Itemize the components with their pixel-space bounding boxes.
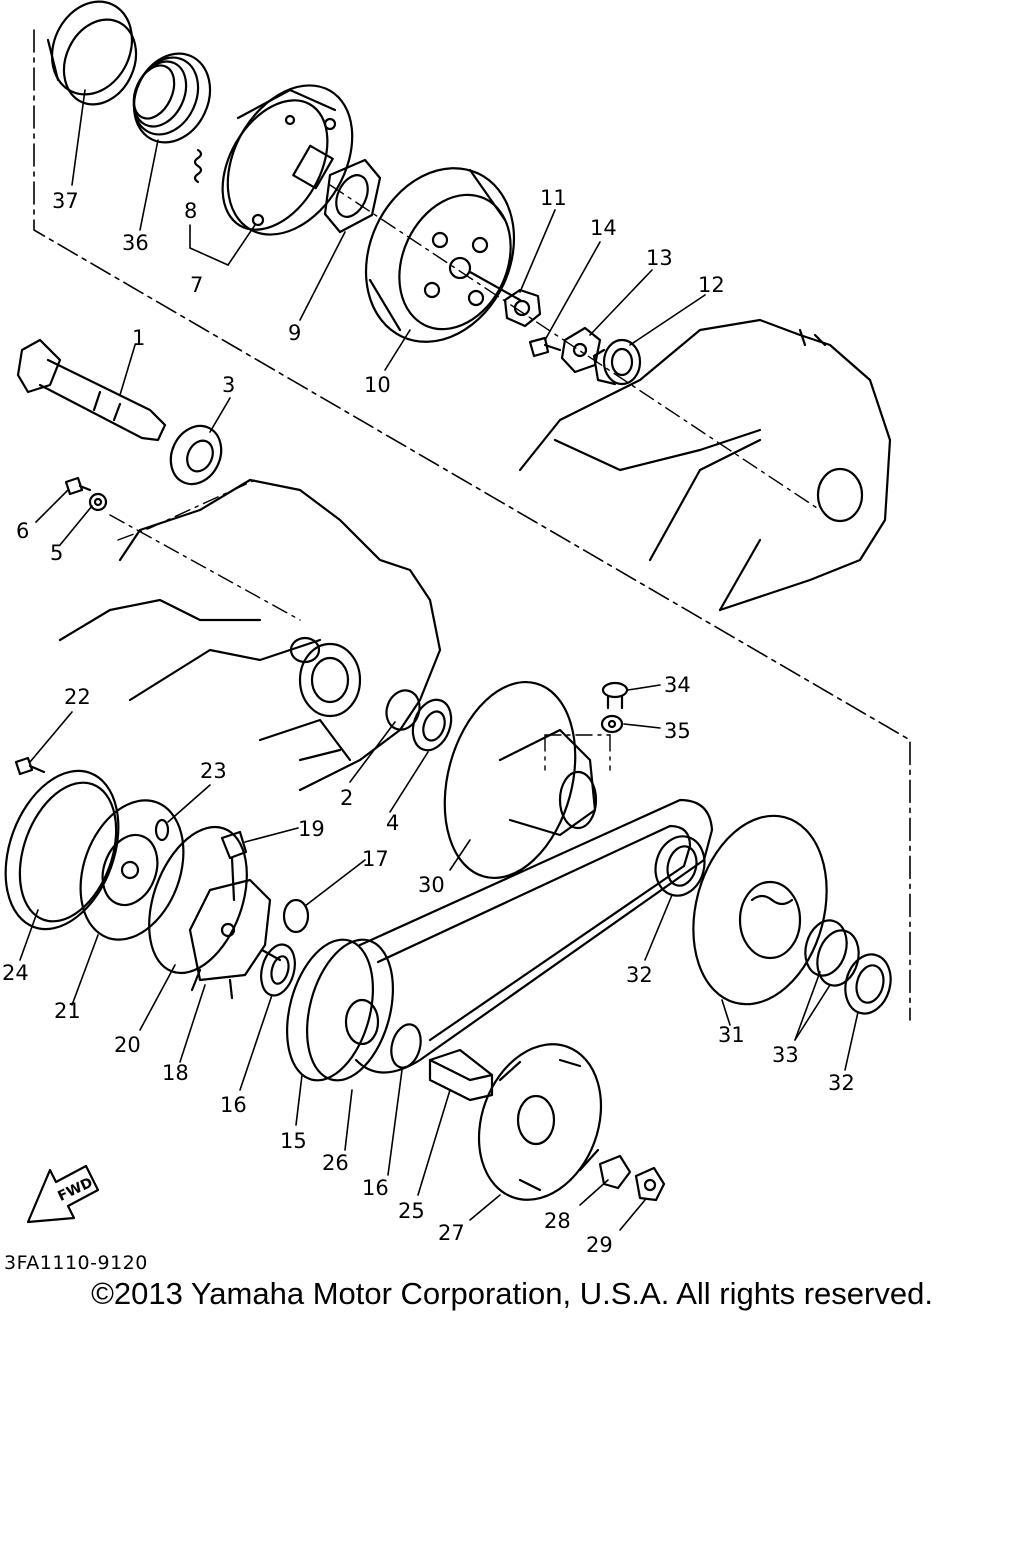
callout-labels: 37 36 8 7 9 10 11 14 13 12 1 3 6 5 22 23… [2, 186, 855, 1257]
callout-23: 23 [200, 759, 227, 783]
part-30-sheave [443, 680, 598, 880]
part-3-bearing [169, 424, 223, 486]
callout-3: 3 [222, 373, 235, 397]
part-31-secondary-sheave [692, 814, 828, 1006]
callout-14: 14 [590, 216, 617, 240]
part-11-nut [503, 288, 542, 328]
part-33-washers [804, 919, 860, 987]
callout-25: 25 [398, 1199, 425, 1223]
part-32-seal-upper [654, 835, 706, 897]
part-23-pin [154, 818, 170, 842]
part-12-collar [592, 338, 642, 386]
callout-18: 18 [162, 1061, 189, 1085]
part-26-v-belt [354, 798, 714, 1074]
part-14-screw [528, 336, 562, 358]
callout-34: 34 [664, 673, 691, 697]
callout-35: 35 [664, 719, 691, 743]
part-28-washer [598, 1154, 632, 1190]
callout-29: 29 [586, 1233, 613, 1257]
callout-28: 28 [544, 1209, 571, 1233]
callout-17: 17 [362, 847, 389, 871]
part-18-cam-plate [188, 878, 282, 1000]
callout-2: 2 [340, 786, 353, 810]
part-4-seal [411, 698, 453, 752]
callout-5: 5 [50, 541, 63, 565]
part-27-fan [477, 1043, 603, 1201]
part-6-bolt [64, 476, 92, 496]
part-7-clutch-carrier [221, 84, 354, 236]
callout-9: 9 [288, 321, 301, 345]
part-25-spacer [428, 1048, 494, 1102]
part-24-gasket [4, 769, 120, 931]
part-13-plate [560, 326, 602, 374]
callout-16-right: 16 [362, 1176, 389, 1200]
copyright-notice: ©2013 Yamaha Motor Corporation, U.S.A. A… [91, 1276, 933, 1311]
part-36-spring [132, 52, 212, 144]
part-5-washer [88, 492, 108, 512]
leader-lines [19, 89, 859, 1231]
part-20-o-ring [148, 825, 248, 975]
callout-26: 26 [322, 1151, 349, 1175]
callout-6: 6 [16, 519, 29, 543]
callout-22: 22 [64, 685, 91, 709]
callout-32-upper: 32 [626, 963, 653, 987]
part-32-seal-lower [844, 953, 892, 1015]
part-35-collar [600, 714, 624, 734]
callout-1: 1 [132, 326, 145, 350]
callout-30: 30 [418, 873, 445, 897]
callout-24: 24 [2, 961, 29, 985]
callout-13: 13 [646, 246, 673, 270]
callout-37: 37 [52, 189, 79, 213]
part-8-small-spring [193, 148, 203, 184]
part-1-shaft [16, 338, 167, 442]
callout-36: 36 [122, 231, 149, 255]
callout-7: 7 [190, 273, 203, 297]
callout-21: 21 [54, 999, 81, 1023]
part-15-pulley [286, 938, 394, 1082]
crankcase [58, 478, 442, 792]
callout-15: 15 [280, 1129, 307, 1153]
crankcase-cover [518, 318, 892, 612]
callout-33: 33 [772, 1043, 799, 1067]
callout-16-left: 16 [220, 1093, 247, 1117]
callout-12: 12 [698, 273, 725, 297]
callout-31: 31 [718, 1023, 745, 1047]
callout-32-lower: 32 [828, 1071, 855, 1095]
part-34-pin [601, 681, 629, 710]
part-21-plate [79, 799, 185, 941]
part-22-bolt [14, 756, 46, 776]
callout-4: 4 [386, 811, 399, 835]
part-37-cup [46, 0, 138, 106]
part-2-circlip [385, 689, 421, 731]
callout-11: 11 [540, 186, 567, 210]
part-10-clutch-housing [364, 167, 522, 343]
part-16-collar-right [390, 1023, 422, 1069]
drawing-code: 3FA1110-9120 [4, 1252, 148, 1274]
callout-27: 27 [438, 1221, 465, 1245]
part-9-nut [323, 158, 382, 234]
part-29-nut [634, 1166, 666, 1202]
callout-10: 10 [364, 373, 391, 397]
callout-19: 19 [298, 817, 325, 841]
fwd-arrow-icon [26, 1164, 100, 1224]
part-19-clip [220, 830, 248, 902]
callout-8: 8 [184, 199, 197, 223]
callout-20: 20 [114, 1033, 141, 1057]
part-17-roller [282, 898, 310, 934]
